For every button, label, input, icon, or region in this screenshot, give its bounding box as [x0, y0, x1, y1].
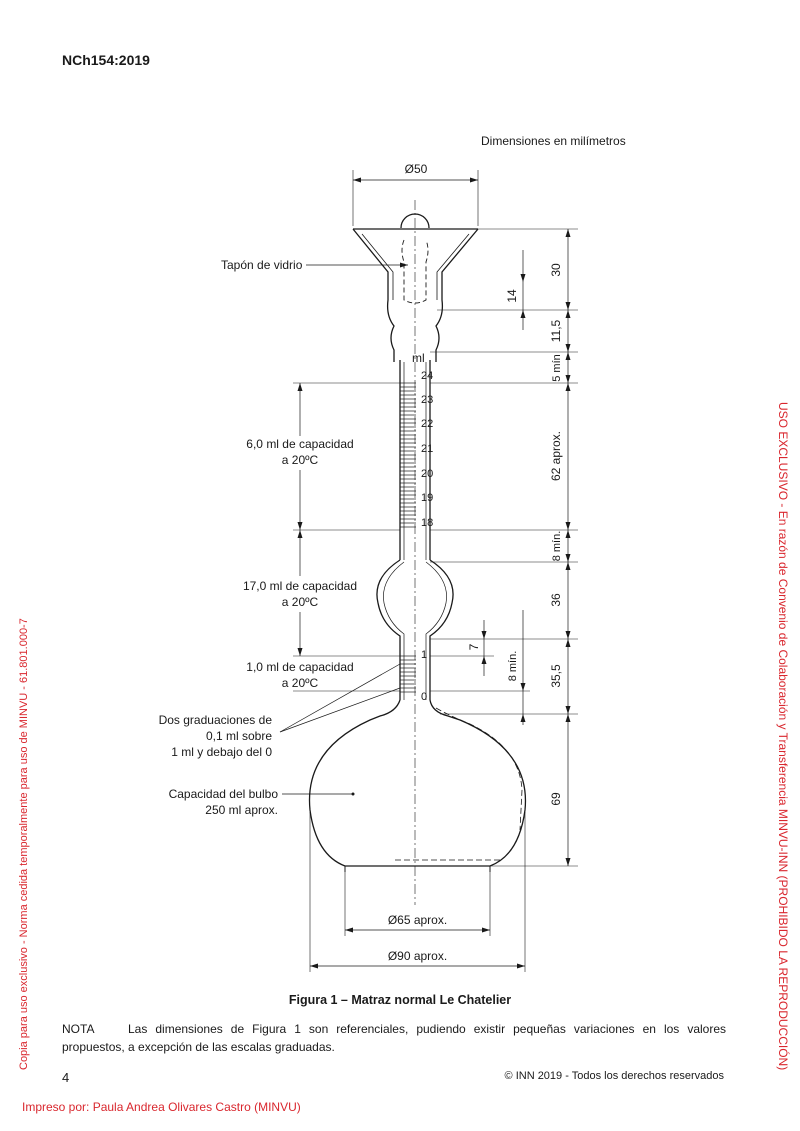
capacity-6-label: 6,0 ml de capacidad a 20ºC [246, 437, 354, 467]
scale-19: 19 [421, 492, 434, 504]
dim-14: 14 [505, 289, 519, 303]
scale-0: 0 [421, 691, 428, 703]
stopper-label: Tapón de vidrio [221, 258, 303, 272]
dimensions-note: Dimensiones en milímetros [481, 134, 626, 148]
dim-30: 30 [549, 263, 563, 277]
dim-35-5: 35,5 [549, 664, 563, 688]
page-number: 4 [62, 1070, 70, 1085]
note-label: NOTA [62, 1022, 95, 1036]
scale-21: 21 [421, 443, 434, 455]
printed-by: Impreso por: Paula Andrea Olivares Castr… [22, 1100, 301, 1114]
dim-8min-b: 8 mín. [507, 651, 519, 682]
diameter-90-label: Ø90 aprox. [387, 949, 448, 963]
scale-1: 1 [421, 649, 428, 661]
capacity-17-label: 17,0 ml de capacidad a 20ºC [242, 579, 358, 609]
side-watermark-left: Copia para uso exclusivo - Norma cedida … [18, 618, 30, 1070]
dim-69: 69 [549, 792, 563, 806]
dim-7: 7 [467, 643, 481, 650]
bulb-capacity-label: Capacidad del bulbo 250 ml aprox. [168, 787, 278, 817]
figure-caption: Figura 1 – Matraz normal Le Chatelier [288, 993, 512, 1007]
scale-20: 20 [421, 468, 434, 480]
scale-23: 23 [421, 394, 434, 406]
flask-drawing [279, 170, 578, 972]
document-code: NCh154:2019 [62, 52, 150, 68]
copyright: © INN 2019 - Todos los derechos reservad… [504, 1070, 724, 1082]
diameter-top-label: Ø50 [404, 162, 428, 176]
dim-8min-a: 8 mín. [551, 531, 563, 562]
dim-5min: 5 mín [551, 354, 563, 382]
side-watermark-right: USO EXCLUSIVO - En razón de Convenio de … [776, 402, 790, 1071]
note-text: Las dimensiones de Figura 1 son referenc… [62, 1022, 726, 1054]
scale-24: 24 [421, 370, 434, 382]
scale-18: 18 [421, 517, 434, 529]
ml-label: ml [412, 351, 425, 365]
scale-22: 22 [421, 418, 434, 430]
dimension-labels: 30 14 11,5 5 mín 62 aprox. 8 mín. 36 7 8… [467, 263, 563, 806]
diameter-65-label: Ø65 aprox. [387, 913, 448, 927]
capacity-1-label: 1,0 ml de capacidad a 20ºC [246, 660, 354, 690]
graduations-note: Dos graduaciones de 0,1 ml sobre 1 ml y … [158, 713, 272, 759]
dim-11-5: 11,5 [549, 319, 563, 342]
dim-36: 36 [549, 593, 563, 607]
dim-62: 62 aprox. [549, 431, 563, 481]
